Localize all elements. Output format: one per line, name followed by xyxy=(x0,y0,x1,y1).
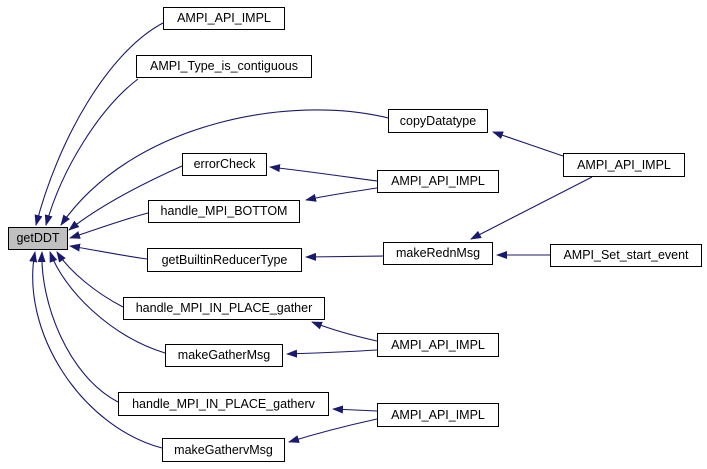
edge-makegathermsg-to-getddt xyxy=(49,251,166,354)
node-label: makeGathervMsg xyxy=(174,442,273,457)
node-label: AMPI_Set_start_event xyxy=(563,248,689,263)
node-handle-mpi-in-place-gather[interactable]: handle_MPI_IN_PLACE_gather xyxy=(123,297,325,320)
node-label: handle_MPI_IN_PLACE_gatherv xyxy=(132,396,315,411)
node-label: AMPI_Type_is_contiguous xyxy=(149,59,298,74)
edge-handle-mpi-in-place-gatherv-to-getddt xyxy=(37,251,119,403)
edge-errorcheck-to-getddt xyxy=(68,165,183,231)
edge-ampi-api-impl-2-to-handle-mpi-bottom xyxy=(305,187,378,202)
node-ampi-api-impl-1[interactable]: AMPI_API_IMPL xyxy=(163,7,285,30)
node-handle-mpi-bottom[interactable]: handle_MPI_BOTTOM xyxy=(148,200,300,223)
node-label: makeGatherMsg xyxy=(177,348,271,363)
node-label: AMPI_API_IMPL xyxy=(391,174,485,189)
edge-ampi-api-impl-3-to-copydatatype xyxy=(492,131,564,157)
edge-ampi-api-impl-4-to-makegathermsg xyxy=(286,349,378,358)
edge-ampi-api-impl-4-to-handle-mpi-in-place-gather xyxy=(311,321,378,342)
node-errorcheck[interactable]: errorCheck xyxy=(182,153,267,176)
node-getddt[interactable]: getDDT xyxy=(8,227,68,250)
edge-handle-mpi-in-place-gather-to-getddt xyxy=(56,251,124,308)
node-ampi-api-impl-5[interactable]: AMPI_API_IMPL xyxy=(377,403,499,427)
node-label: handle_MPI_BOTTOM xyxy=(160,204,288,219)
node-label: AMPI_API_IMPL xyxy=(177,11,271,26)
edge-copydatatype-to-getddt xyxy=(60,109,389,226)
node-label: makeRednMsg xyxy=(395,246,481,261)
node-makegathermsg[interactable]: makeGatherMsg xyxy=(165,344,283,367)
edge-makegathervmsg-to-getddt xyxy=(29,251,163,449)
node-label: getBuiltinReducerType xyxy=(161,252,288,267)
edge-ampi-api-impl-3-to-makerednmsg xyxy=(470,176,593,240)
edge-ampi-api-impl-1-to-getddt xyxy=(34,22,164,226)
node-ampi-type-is-contiguous[interactable]: AMPI_Type_is_contiguous xyxy=(136,55,312,78)
node-ampi-api-impl-4[interactable]: AMPI_API_IMPL xyxy=(377,333,499,357)
edge-ampi-type-is-contiguous-to-getddt xyxy=(44,78,139,226)
node-copydatatype[interactable]: copyDatatype xyxy=(388,109,488,133)
node-label: AMPI_API_IMPL xyxy=(577,157,671,172)
node-makerednmsg[interactable]: makeRednMsg xyxy=(383,242,493,265)
edges-group xyxy=(29,22,593,449)
edge-ampi-api-impl-5-to-handle-mpi-in-place-gatherv xyxy=(332,405,378,414)
edge-makerednmsg-to-getbuiltinreducertype xyxy=(305,252,384,261)
edge-getbuiltinreducertype-to-getddt xyxy=(69,243,148,260)
node-ampi-api-impl-2[interactable]: AMPI_API_IMPL xyxy=(377,170,499,193)
node-label: errorCheck xyxy=(193,157,256,172)
node-label: AMPI_API_IMPL xyxy=(391,337,485,352)
edge-ampi-api-impl-2-to-errorcheck xyxy=(269,164,378,182)
node-label: handle_MPI_IN_PLACE_gather xyxy=(135,301,313,316)
node-makegathervmsg[interactable]: makeGathervMsg xyxy=(162,438,285,462)
edge-ampi-api-impl-5-to-makegathervmsg xyxy=(288,418,378,443)
node-label: copyDatatype xyxy=(399,113,477,128)
node-ampi-api-impl-3[interactable]: AMPI_API_IMPL xyxy=(563,153,685,177)
node-label: AMPI_API_IMPL xyxy=(391,407,485,422)
node-ampi-set-start-event[interactable]: AMPI_Set_start_event xyxy=(550,244,702,267)
node-handle-mpi-in-place-gatherv[interactable]: handle_MPI_IN_PLACE_gatherv xyxy=(118,392,329,416)
node-label: getDDT xyxy=(16,231,60,246)
node-getbuiltinreducertype[interactable]: getBuiltinReducerType xyxy=(147,248,302,272)
edge-handle-mpi-bottom-to-getddt xyxy=(69,212,149,239)
